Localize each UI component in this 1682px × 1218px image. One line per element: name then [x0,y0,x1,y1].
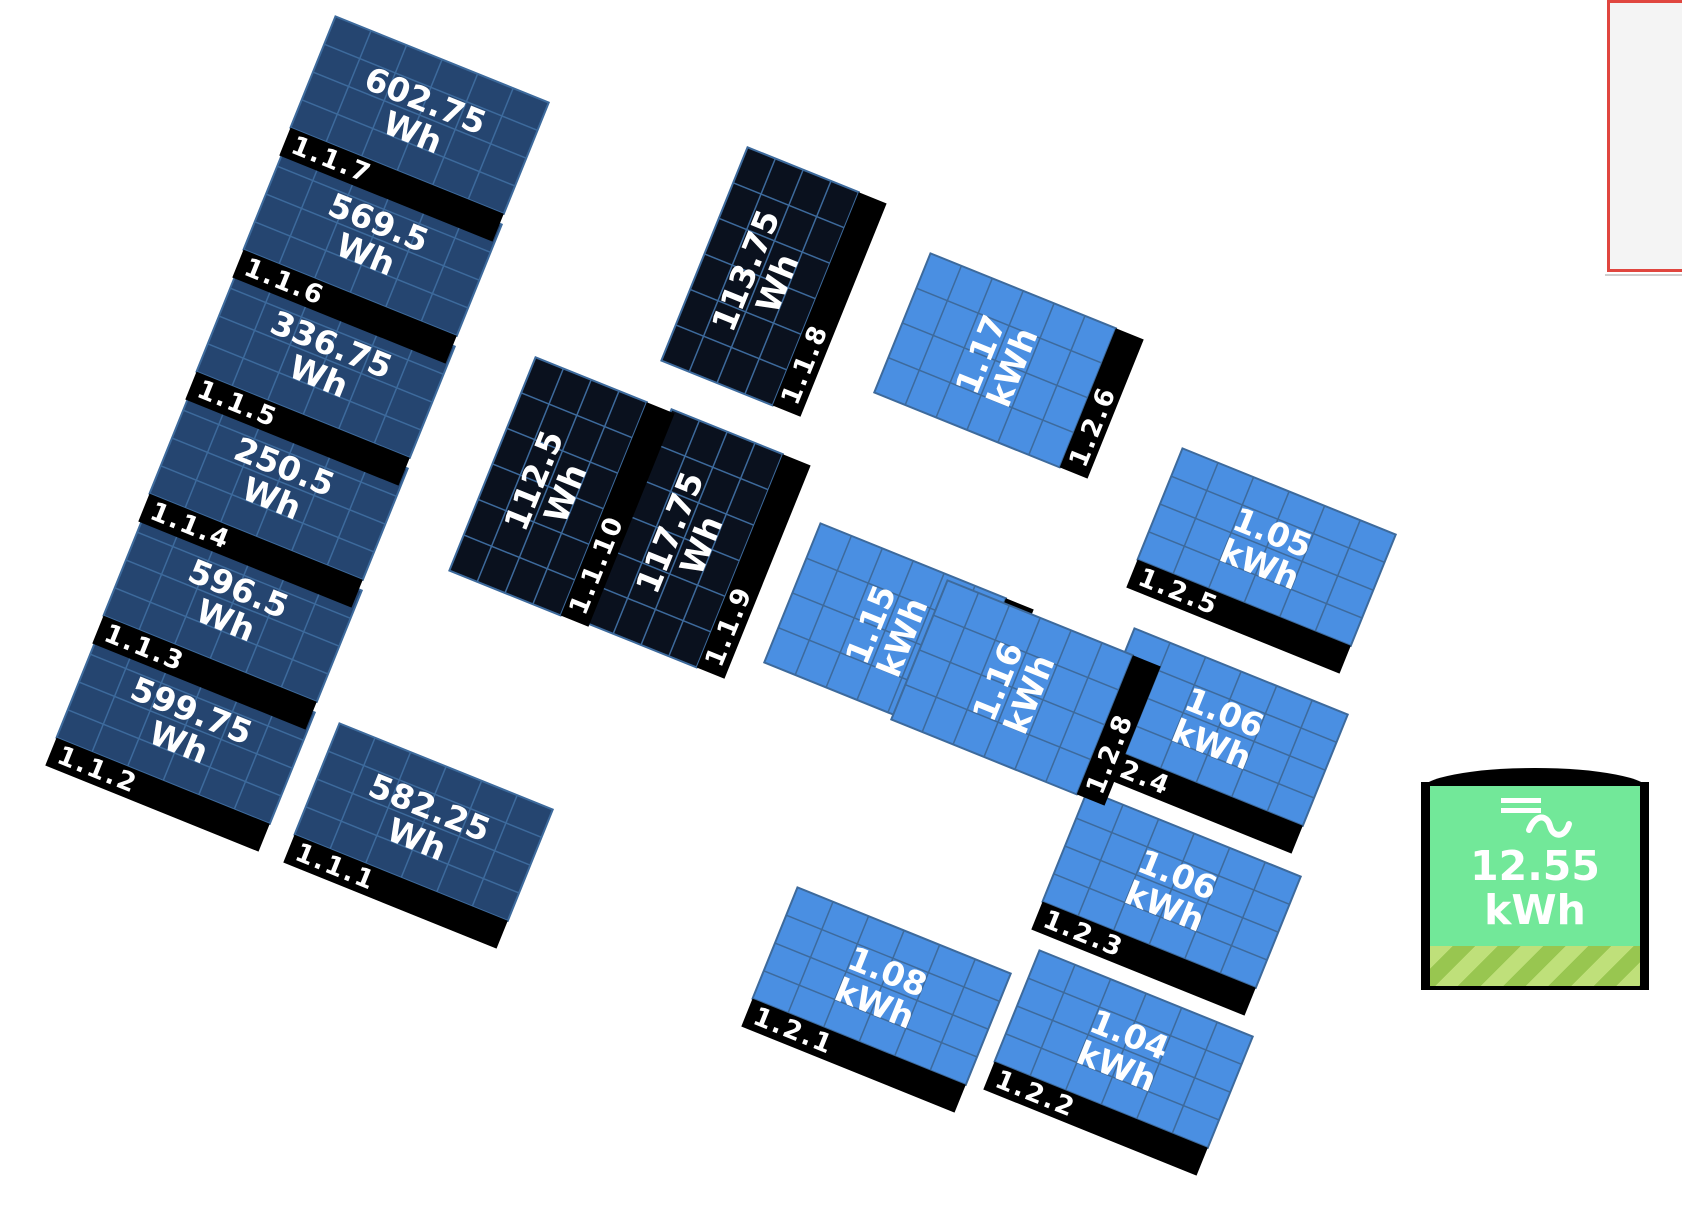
panel-grid-line [276,165,491,254]
panel-grid-line [916,287,1103,364]
panel-grid-line [668,442,756,657]
panel-label-bar [983,1061,1208,1176]
panel-grid-line [160,465,375,553]
inverter-tile[interactable]: 12.55 kWh [1421,768,1649,990]
panel-grid-line [114,587,329,675]
panel-grid-line [301,99,516,187]
panel-grid-line [612,420,701,635]
panel-label-bar [560,402,675,627]
panel-label-bar [1031,901,1256,1016]
panel-label-bar [185,371,410,486]
panel-grid-line [323,43,538,132]
panel-grid-line [1064,845,1279,933]
panel-grid-line [716,169,804,384]
panel-label-bar [92,615,317,730]
inverter-status-stripe [1430,946,1640,986]
panel-grid-line [785,914,1000,1003]
panel-grid-line [1005,1033,1220,1121]
panel-grid-line [229,287,444,376]
panel-grid-line [504,379,592,594]
panel-grid-line [688,158,777,373]
panel-grid-line [265,193,480,281]
panel-grid-line [888,356,1075,434]
panel-grid-line [476,368,565,583]
panel-label-bar [1078,739,1303,854]
panel-grid-line [532,390,620,605]
panel-grid-line [67,709,282,797]
panel-grid-line [125,559,340,647]
panel-grid-line [1027,977,1242,1066]
panel-grid-line [316,778,531,866]
panel-grid-line [89,653,304,742]
side-panel-frame[interactable] [1607,0,1682,272]
panel-label-bar [1126,559,1351,674]
inverter-energy-unit: kWh [1484,886,1586,934]
panel-label-bar [138,493,363,608]
panel-grid-line [171,437,386,525]
panel-grid-line [327,750,542,839]
panel-grid-line [218,315,433,403]
panel-grid-line [1159,503,1374,591]
panel-label-bar [45,737,270,852]
panel-grid-line [933,614,1120,691]
panel-grid-line [1075,817,1290,906]
panel-grid-line [774,942,989,1030]
panel-label-bar [232,249,457,364]
panel-grid-line [312,71,527,159]
panel-grid-line [1053,873,1268,961]
panel-grid-line [254,221,469,309]
inverter-screen: 12.55 kWh [1430,786,1640,946]
panel-label-bar [741,998,966,1113]
ac-sine-icon [1501,798,1572,838]
panel-label-bar [696,454,811,679]
panel-label-bar [1059,328,1144,479]
panel-grid-line [763,970,978,1058]
panel-grid-line [78,681,293,769]
panel-label-bar [772,192,887,417]
side-panel-edge [1605,274,1682,276]
inverter-energy-value: 12.55 [1470,842,1600,890]
panel-grid-line [305,806,520,894]
panel-label-bar [279,127,504,242]
panel-grid-line [207,343,422,431]
panel-grid-line [1016,1005,1231,1093]
panel-grid-line [136,531,351,620]
panel-grid-line [919,649,1106,726]
panel-grid-line [182,409,397,498]
panel-grid-line [1148,531,1363,619]
panel-label-bar [1076,655,1161,806]
panel-grid-line [905,683,1092,761]
panel-grid-line [1170,475,1385,564]
panel-label-bar [283,834,508,949]
panel-grid-line [640,431,728,646]
panel-grid-line [902,322,1089,399]
panel-grid-line [744,180,832,395]
